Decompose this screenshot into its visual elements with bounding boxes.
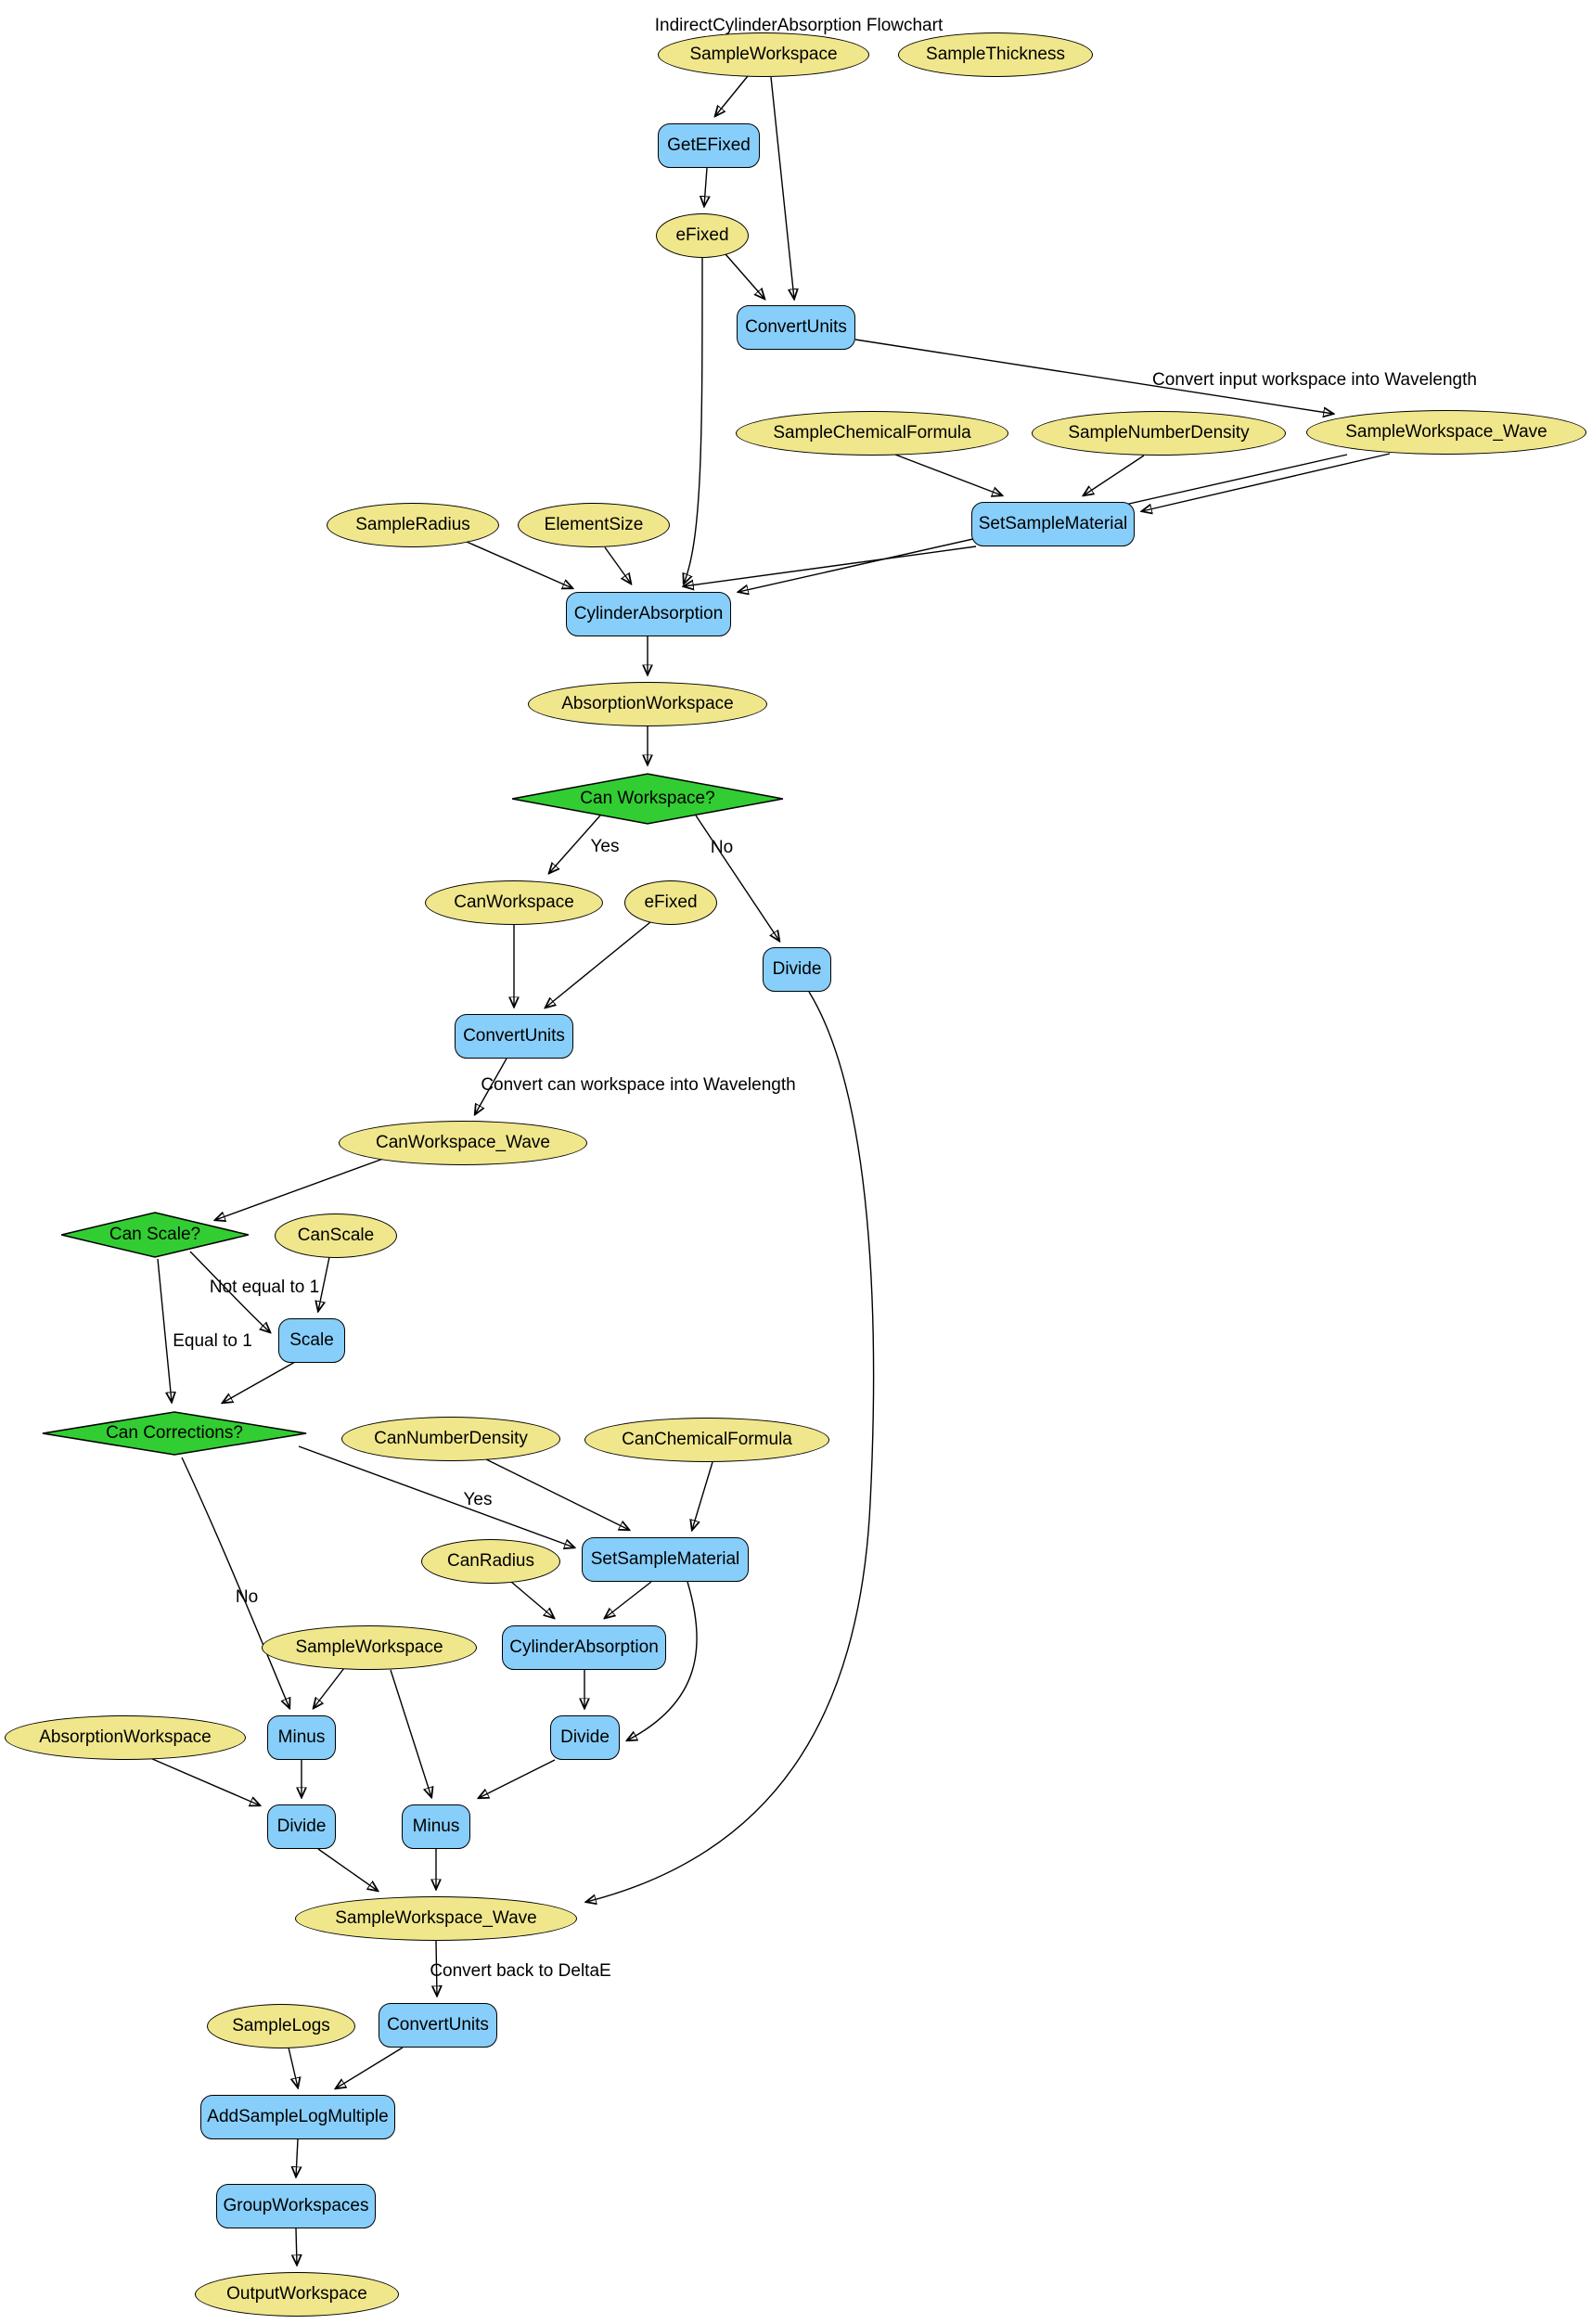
edge-cancorrectionsq-setsamplematerial-yes [298, 1445, 574, 1547]
diamond-shape [37, 1411, 312, 1456]
edge-addsamplelogmultiple-groupworkspaces [296, 2138, 298, 2176]
flowchart-title: IndirectCylinderAbsorption Flowchart [654, 16, 944, 35]
edge-sampleworkspace2-minus2 [390, 1669, 431, 1797]
node-set-sample-material: SetSampleMaterial [971, 502, 1135, 546]
node-can-radius: CanRadius [421, 1539, 560, 1584]
decision-can-workspace-label: Can Workspace? [580, 789, 715, 808]
node-sample-number-density: SampleNumberDensity [1032, 411, 1286, 456]
node-efixed: eFixed [656, 213, 749, 258]
edge-convertunits-canworkspacewave [475, 1058, 507, 1114]
node-scale: Scale [278, 1318, 345, 1363]
edge-sampleworkspace-convertunits [770, 76, 794, 299]
node-output-workspace: OutputWorkspace [195, 2272, 399, 2317]
edge-sampleworkspacewave2-convertunits3 [436, 1940, 437, 1996]
edge-cannumberdensity-setsamplematerial [483, 1457, 629, 1530]
edge-canradius-cylinderabsorption2 [510, 1581, 554, 1618]
edge-scale-cancorrectionsq [223, 1361, 296, 1403]
node-sample-workspace-wave: SampleWorkspace_Wave [1306, 410, 1586, 455]
decision-can-scale-label: Can Scale? [109, 1225, 201, 1244]
edge-efixed-convertunits [725, 253, 764, 299]
edge-canscaleq-scale-notequal [189, 1251, 270, 1332]
node-sample-workspace-2: SampleWorkspace [262, 1625, 477, 1670]
node-element-size: ElementSize [518, 503, 670, 547]
node-sample-workspace-wave-2: SampleWorkspace_Wave [295, 1896, 577, 1941]
edge-getefixed-efixed [704, 167, 707, 206]
edge-convertunits3-addsamplelogmultiple [336, 2047, 404, 2088]
node-sample-radius: SampleRadius [327, 503, 499, 547]
node-convert-units-3: ConvertUnits [379, 2003, 497, 2048]
edge-divide1-sampleworkspacewave2 [586, 991, 875, 1902]
node-group-workspaces: GroupWorkspaces [216, 2184, 376, 2228]
edge-divide2-minus2 [479, 1759, 556, 1798]
node-can-workspace-wave: CanWorkspace_Wave [339, 1121, 587, 1165]
diamond-shape [58, 1212, 252, 1258]
edge-setsamplematerial2-divide2 [627, 1581, 698, 1740]
node-absorption-workspace: AbsorptionWorkspace [528, 682, 767, 726]
node-absorption-workspace-2: AbsorptionWorkspace [5, 1715, 246, 1760]
edge-setsamplematerial2-cylinderabsorption2 [605, 1581, 652, 1618]
edge-label-not-equal: Not equal to 1 [209, 1278, 320, 1297]
edge-label-no-workspace: No [710, 838, 734, 857]
edge-label-yes-corrections: Yes [463, 1490, 493, 1509]
edge-sampleworkspace2-minus1 [314, 1667, 345, 1708]
node-can-number-density: CanNumberDensity [341, 1417, 560, 1461]
edge-canworkspaceq-divide-no [695, 815, 779, 941]
node-divide-1: Divide [763, 947, 831, 992]
node-can-chemical-formula: CanChemicalFormula [584, 1418, 829, 1462]
decision-can-corrections-label: Can Corrections? [106, 1423, 243, 1443]
decision-can-corrections: Can Corrections? [37, 1411, 312, 1456]
edge-canscaleq-cancorrectionsq-equal [157, 1258, 172, 1402]
edge-efixed2-convertunits [546, 921, 651, 1008]
node-divide-2: Divide [550, 1715, 620, 1760]
node-sample-thickness: SampleThickness [898, 32, 1093, 77]
edge-samplenumberdensity-setsamplematerial [1084, 455, 1145, 495]
edge-samplelogs-addsamplelogmultiple [288, 2047, 298, 2087]
edge-sampleworkspacewave-setsamplematerial [1142, 453, 1391, 511]
edge-canchemicalformula-setsamplematerial [692, 1461, 713, 1530]
node-set-sample-material-2: SetSampleMaterial [582, 1537, 749, 1582]
edge-sampleworkspace-getefixed [715, 75, 749, 116]
edge-absorptionworkspace2-divide3 [149, 1757, 260, 1805]
edge-divide3-sampleworkspacewave2 [317, 1848, 378, 1891]
edge-cancorrectionsq-minus-no [181, 1457, 289, 1708]
edge-canworkspacewave-canscaleq [215, 1158, 384, 1220]
edge-canscale-scale [318, 1256, 330, 1311]
node-minus-2: Minus [402, 1804, 470, 1849]
decision-can-workspace: Can Workspace? [507, 773, 789, 825]
node-sample-logs: SampleLogs [207, 2004, 355, 2048]
node-can-scale: CanScale [275, 1213, 397, 1258]
edge-label-equal: Equal to 1 [173, 1331, 252, 1351]
edge-samplechemicalformula-setsamplematerial [894, 454, 1002, 495]
edge-sampleradius-cylinderabsorption [466, 541, 572, 588]
node-minus-1: Minus [267, 1715, 336, 1760]
edge-setsamplematerial-cylinderabsorption [684, 546, 977, 586]
decision-can-scale: Can Scale? [58, 1212, 252, 1258]
edge-convertunits-sampleworkspacewave [854, 339, 1333, 414]
node-convert-units: ConvertUnits [737, 305, 855, 350]
diamond-shape [507, 773, 789, 825]
edge-label-yes-workspace: Yes [590, 837, 620, 856]
edge-label-convert-can: Convert can workspace into Wavelength [481, 1075, 796, 1095]
node-get-efixed: GetEFixed [658, 123, 760, 168]
edge-canworkspaceq-canworkspace-yes [549, 815, 601, 873]
node-sample-workspace: SampleWorkspace [658, 32, 869, 77]
node-convert-units-2: ConvertUnits [455, 1014, 573, 1059]
node-divide-3: Divide [267, 1804, 336, 1849]
edge-label-convert-back: Convert back to DeltaE [430, 1961, 611, 1981]
node-can-workspace: CanWorkspace [425, 880, 603, 925]
edge-elementsize-cylinderabsorption [604, 546, 631, 584]
node-add-sample-log-multiple: AddSampleLogMultiple [200, 2095, 395, 2139]
edge-groupworkspaces-outputworkspace [296, 2228, 297, 2265]
node-cylinder-absorption: CylinderAbsorption [566, 592, 731, 636]
edge-label-convert-input: Convert input workspace into Wavelength [1152, 370, 1477, 390]
edge-efixed-cylinderabsorption [684, 257, 703, 584]
node-cylinder-absorption-2: CylinderAbsorption [502, 1625, 666, 1670]
node-sample-chemical-formula: SampleChemicalFormula [736, 411, 1008, 456]
edge-label-no-corrections: No [235, 1587, 259, 1607]
node-efixed-2: eFixed [624, 880, 717, 925]
